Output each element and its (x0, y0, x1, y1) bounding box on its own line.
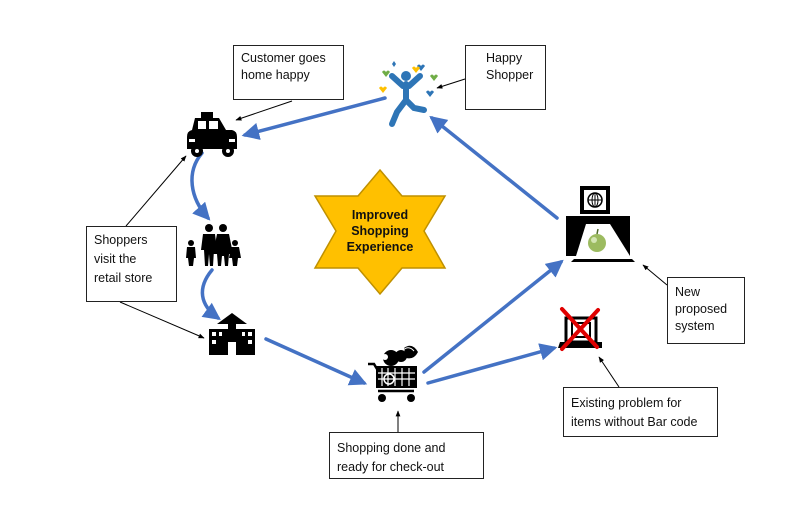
label-happy-shopper: Happy Shopper (465, 45, 546, 110)
callout-shoppers-visit-bottom (119, 301, 205, 339)
label-checkout-ready: Shopping done and ready for check-out (329, 432, 484, 479)
scanner-kiosk-icon (566, 186, 635, 262)
label-customer-home: Customer goes home happy (233, 45, 344, 100)
arrow-shopper-to-taxi (241, 96, 387, 140)
callout-new-system (642, 264, 668, 286)
family-icon (186, 224, 241, 266)
improved-experience-star (313, 168, 447, 296)
shopping-cart-icon (368, 345, 418, 402)
label-new-system: New proposed system (667, 277, 745, 344)
arrow-cart-to-kiosk (422, 259, 564, 374)
callout-happy-shopper (436, 78, 466, 89)
label-improved-experience: Improved Shopping Experience (346, 208, 414, 254)
arrow-kiosk-to-shopper (429, 115, 559, 220)
red-cross-icon (560, 307, 600, 351)
arrow-store-to-cart (264, 337, 368, 386)
arrow-taxi-to-family (190, 151, 211, 221)
arrow-cart-to-problem (426, 343, 558, 385)
happy-shopper-icon (379, 61, 438, 127)
callout-shoppers-visit-top (125, 155, 187, 227)
callout-arrows (119, 78, 668, 432)
label-shoppers-visit: Shoppers visit the retail store (86, 226, 177, 302)
store-icon (209, 313, 255, 355)
arrow-family-to-store (200, 268, 221, 321)
callout-customer-home (235, 100, 293, 121)
label-existing-problem: Existing problem for items without Bar c… (563, 387, 718, 437)
flow-arrows (190, 96, 564, 386)
callout-existing-problem (598, 356, 620, 388)
taxi-icon (187, 112, 237, 157)
